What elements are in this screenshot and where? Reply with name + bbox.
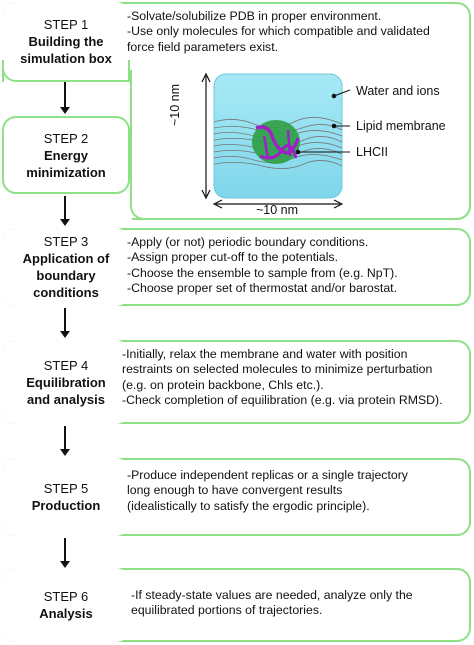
step-2-number: STEP 2 [43, 130, 89, 146]
step-3-number: STEP 3 [43, 234, 89, 249]
step-2-title-line-2: minimization [26, 164, 106, 180]
simulation-box-figure [201, 72, 351, 209]
label-height: ~10 nm [168, 83, 182, 126]
step-6-desc-line-1: -If steady-state values are needed, anal… [131, 588, 413, 602]
step-5-number: STEP 5 [43, 481, 89, 496]
step-6-box: STEP 6 Analysis [2, 568, 130, 642]
step-2-box: STEP 2 Energy minimization [2, 116, 130, 194]
step-1-desc-line-2: -Use only molecules for which compatible… [127, 24, 430, 39]
step-3-desc-line-3: -Choose the ensemble to sample from (e.g… [127, 265, 398, 280]
step-1-title-line-1: Building the [28, 33, 104, 49]
step-2-title-line-1: Energy [43, 147, 89, 163]
step-3-box: STEP 3 Application of boundary condition… [2, 228, 130, 306]
step-3-title-line-3: conditions [33, 285, 99, 300]
step1-left-border [2, 60, 130, 82]
arrow-5-6 [60, 538, 70, 568]
step-3-title-line-1: Application of [22, 251, 110, 266]
step-1-desc-line-3: force field parameters exist. [127, 39, 279, 54]
step-3-desc-line-2: -Assign proper cut-off to the potentials… [127, 250, 338, 265]
step-5-desc-line-2: long enough to have convergent results [127, 483, 343, 498]
step-4-description: -Initially, relax the membrane and water… [122, 347, 443, 409]
step-1-box: STEP 1 Building the simulation box [2, 2, 130, 80]
arrow-4-5 [60, 426, 70, 456]
step-6-desc-line-2: equilibrated portions of trajectories. [131, 603, 323, 618]
arrow-3-4 [60, 308, 70, 338]
step-6-number: STEP 6 [43, 589, 89, 604]
arrow-1-2 [60, 82, 70, 114]
step-3-desc-line-4: -Choose proper set of thermostat and/or … [127, 281, 397, 296]
step-3-title-line-2: boundary [36, 268, 96, 283]
label-width: ~10 nm [256, 203, 299, 217]
arrow-2-3 [60, 196, 70, 226]
step-4-desc-line-2: restraints on selected molecules to mini… [122, 362, 433, 377]
step-1-number: STEP 1 [43, 16, 89, 32]
step-3-description: -Apply (or not) periodic boundary condit… [127, 235, 398, 297]
figure-frame-border [130, 70, 471, 220]
step-5-desc-line-3: (idealistically to satisfy the ergodic p… [127, 498, 370, 513]
step-4-desc-line-3: (e.g. on protein backbone, Chls etc.). [122, 377, 324, 392]
step-4-desc-line-4: -Check completion of equilibration (e.g.… [122, 393, 443, 408]
label-pointers [295, 89, 351, 155]
step-1-title-line-2: simulation box [20, 50, 112, 66]
step-5-title-line-1: Production [31, 498, 101, 513]
label-water-and-ions: Water and ions [356, 84, 440, 98]
step-6-title-line-1: Analysis [39, 606, 93, 621]
step-4-number: STEP 4 [43, 357, 89, 373]
step-4-desc-line-1: -Initially, relax the membrane and water… [122, 347, 408, 361]
step-3-desc-line-1: -Apply (or not) periodic boundary condit… [127, 235, 369, 249]
step-5-description: -Produce independent replicas or a singl… [127, 468, 408, 514]
label-lipid-membrane: Lipid membrane [356, 119, 446, 133]
lhcii-protein [252, 120, 300, 164]
step-1-desc-line-1: -Solvate/solubilize PDB in proper enviro… [127, 9, 382, 23]
step-5-box: STEP 5 Production [2, 458, 130, 536]
step-4-box: STEP 4 Equilibration and analysis [2, 340, 130, 424]
step-6-description: -If steady-state values are needed, anal… [131, 588, 413, 619]
width-dimension-arrow [212, 199, 344, 209]
step-4-title-line-1: Equilibration [26, 374, 106, 390]
step-1-description: -Solvate/solubilize PDB in proper enviro… [127, 9, 430, 55]
label-lhcii: LHCII [356, 145, 388, 159]
height-dimension-arrow [201, 72, 211, 200]
step-5-desc-line-1: -Produce independent replicas or a singl… [127, 468, 408, 482]
step-4-title-line-2: and analysis [26, 391, 106, 407]
